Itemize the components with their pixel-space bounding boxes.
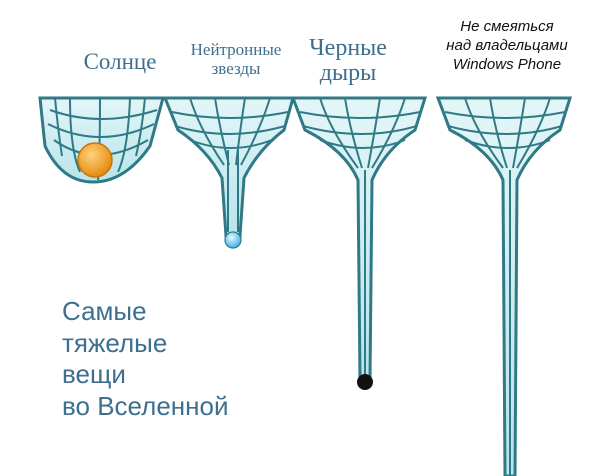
label-sun: Солнце — [83, 49, 157, 74]
label-black-holes-line-1: Черные — [309, 35, 387, 61]
caption-line-4: во Вселенной — [62, 391, 229, 422]
neutron-star-ball — [224, 231, 242, 249]
label-black-holes-line-2: дыры — [319, 60, 377, 87]
label-wp-line-3: Windows Phone — [452, 55, 562, 73]
label-black-holes: Черные дыры — [296, 35, 400, 87]
caption-line-3: вещи — [62, 359, 126, 390]
neutron-star-grid — [162, 96, 295, 238]
caption-heading: Самые тяжелые вещи во Вселенной — [62, 296, 228, 423]
sun-ball — [77, 142, 113, 178]
label-wp-line-2: над владельцами — [446, 36, 568, 54]
black-hole-ball — [357, 374, 373, 390]
label-neutron-stars-line-1: Нейтронные — [190, 40, 282, 59]
label-wp-line-1: Не смеяться — [460, 18, 554, 35]
label-neutron-stars: Нейтронные звезды — [176, 40, 296, 78]
caption-line-1: Самые — [62, 296, 147, 326]
label-windows-phone-owners: Не смеяться над владельцами Windows Phon… — [418, 18, 596, 74]
black-hole-grid — [290, 96, 428, 382]
windows-phone-grid — [435, 96, 573, 476]
label-neutron-stars-line-2: звезды — [211, 59, 261, 79]
caption-line-2: тяжелые — [62, 327, 168, 358]
